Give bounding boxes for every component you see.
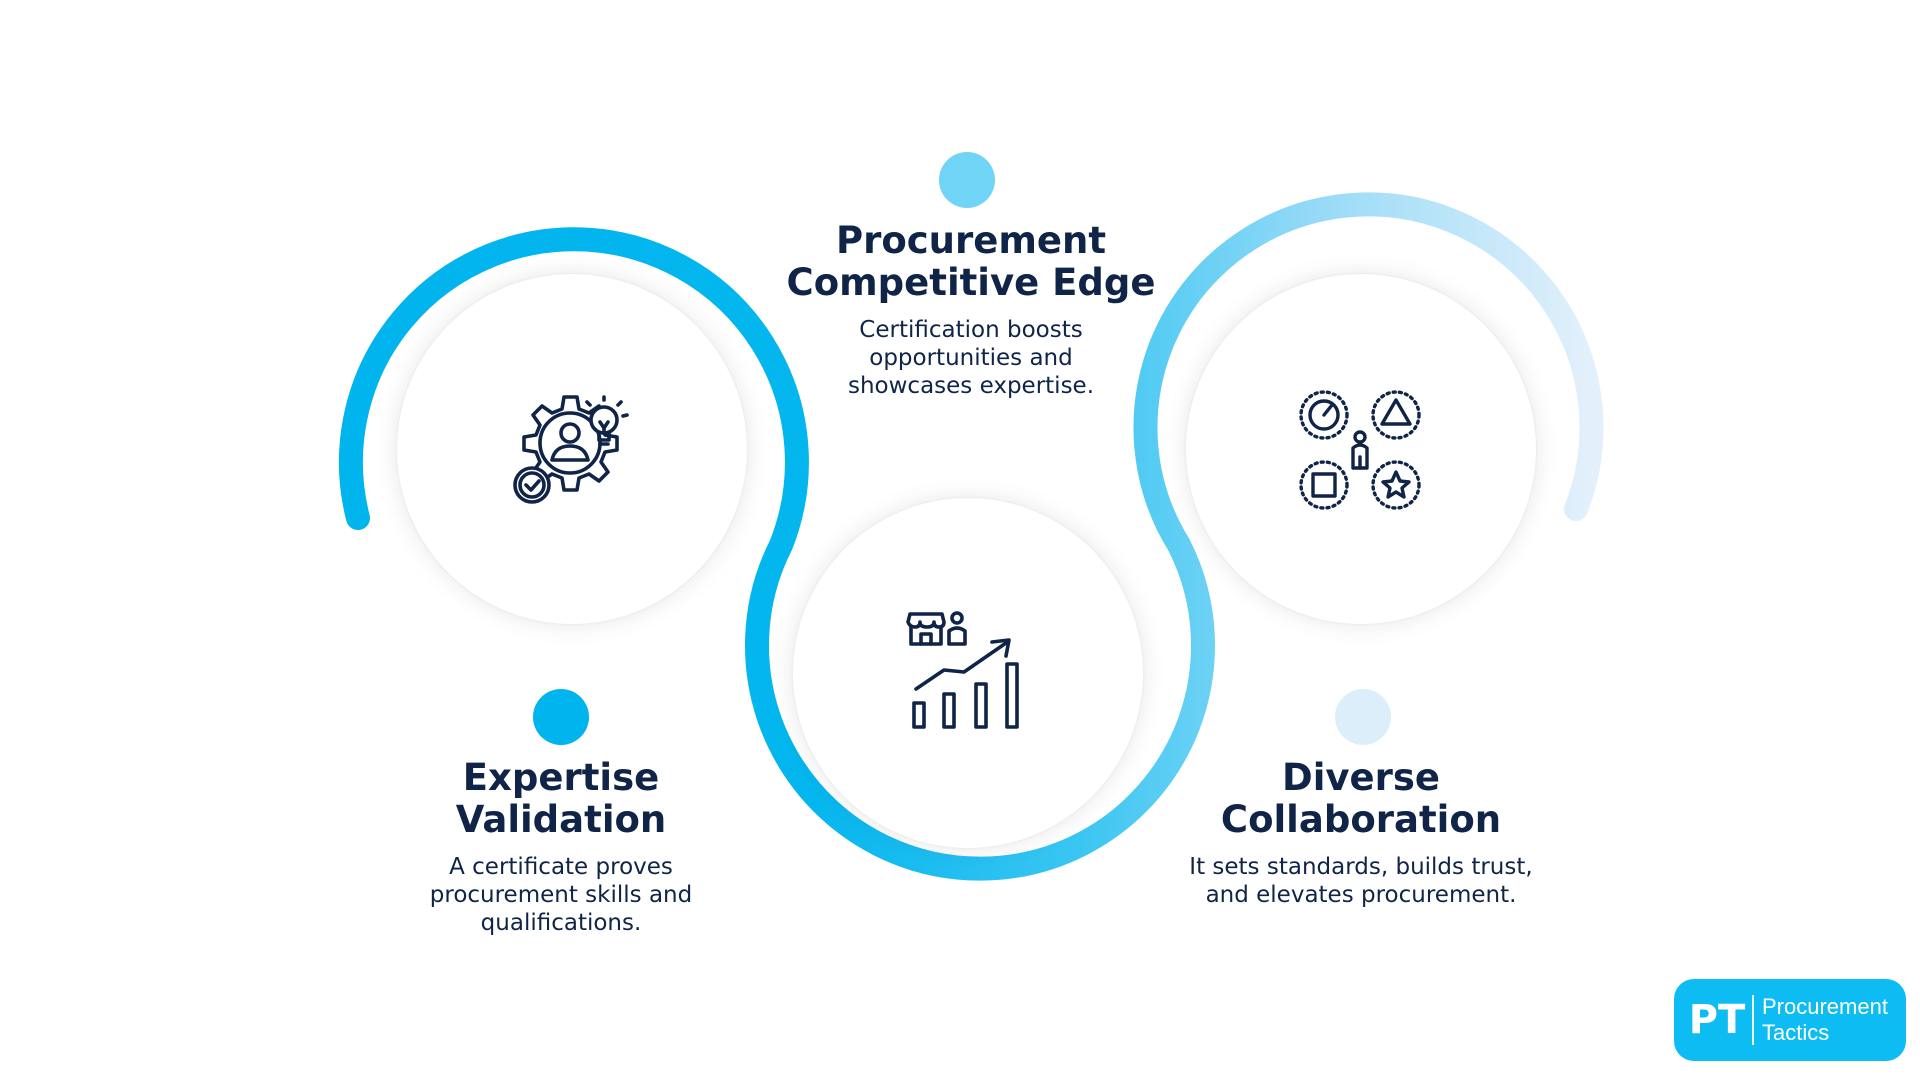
right-desc-line-1: It sets standards, builds trust, [1189,854,1533,880]
right-dot [1335,689,1391,745]
right-title-line-2: Collaboration [1220,798,1502,841]
logo-name: Procurement Tactics [1762,994,1888,1046]
right-circle [1186,274,1536,624]
logo-name-line-1: Procurement [1762,994,1888,1019]
logo-divider [1752,995,1754,1045]
logo-mark: PT [1688,997,1746,1043]
left-text: Expertise Validation A certificate prove… [351,757,771,937]
left-title-line-2: Validation [455,798,667,841]
right-title: Diverse Collaboration [1151,757,1571,841]
left-desc-line-3: qualifications. [480,910,642,936]
left-circle [397,274,747,624]
right-description: It sets standards, builds trust, and ele… [1151,853,1571,909]
gear-person-idea-icon [513,395,629,504]
center-dot [939,152,995,208]
center-desc-line-2: opportunities and [869,345,1073,371]
center-desc-line-1: Certification boosts [859,317,1083,343]
center-description: Certification boosts opportunities and s… [761,316,1181,400]
growth-chart-icon [906,611,1019,729]
center-title-line-2: Competitive Edge [786,261,1156,304]
center-circle [793,498,1143,848]
left-description: A certificate proves procurement skills … [351,853,771,937]
right-text: Diverse Collaboration It sets standards,… [1151,757,1571,909]
center-text: Procurement Competitive Edge Certificati… [761,220,1181,400]
right-desc-line-2: and elevates procurement. [1205,882,1517,908]
diversity-shapes-icon [1299,390,1421,510]
left-dot [533,689,589,745]
logo-name-line-2: Tactics [1762,1020,1830,1045]
procurement-tactics-logo[interactable]: PT Procurement Tactics [1674,979,1906,1061]
center-title-line-1: Procurement [835,219,1107,262]
left-title: Expertise Validation [351,757,771,841]
right-title-line-1: Diverse [1282,756,1440,799]
center-title: Procurement Competitive Edge [761,220,1181,304]
left-title-line-1: Expertise [462,756,660,799]
center-desc-line-3: showcases expertise. [847,373,1095,399]
left-desc-line-2: procurement skills and [429,882,693,908]
left-desc-line-1: A certificate proves [449,854,673,880]
